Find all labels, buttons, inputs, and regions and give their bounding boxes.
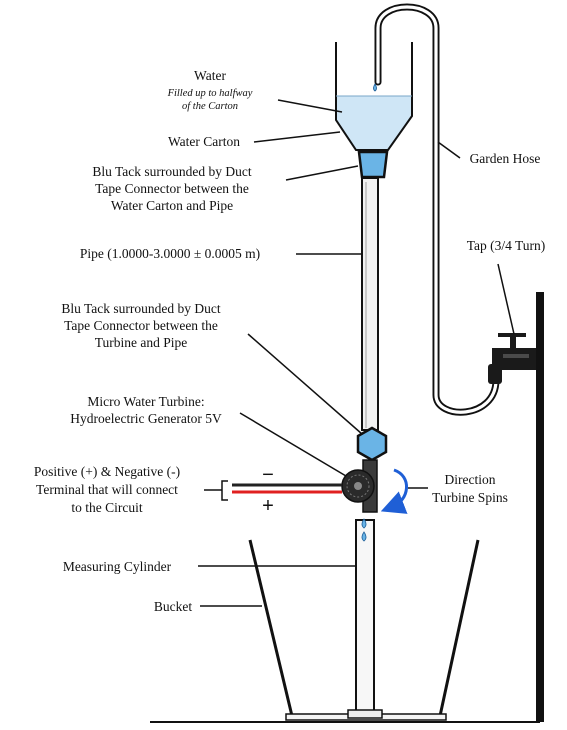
water-carton — [335, 42, 413, 151]
label-connector-top-3: Water Carton and Pipe — [111, 198, 233, 213]
label-water-note-2: of the Carton — [182, 101, 238, 112]
pipe — [361, 177, 379, 431]
leader-bottom-connector — [247, 333, 363, 435]
label-direction-2: Turbine Spins — [432, 490, 508, 505]
leader-garden-hose — [437, 141, 461, 159]
label-cylinder: Measuring Cylinder — [63, 559, 172, 574]
leader-lines — [198, 99, 515, 607]
leader-terminal — [204, 480, 228, 501]
spin-direction-arrow — [380, 468, 408, 514]
water-carton-water — [336, 96, 412, 150]
leader-water — [277, 99, 343, 113]
label-connector-bottom-2: Tape Connector between the — [64, 318, 218, 333]
top-connector — [357, 150, 389, 179]
label-garden-hose: Garden Hose — [470, 151, 541, 166]
label-connector-top-1: Blu Tack surrounded by Duct — [92, 164, 252, 179]
label-terminal-1: Positive (+) & Negative (-) — [34, 464, 180, 479]
label-tap: Tap (3/4 Turn) — [467, 238, 546, 253]
label-water: Water — [194, 68, 226, 83]
leader-tap — [497, 263, 515, 335]
water-drop-1 — [361, 518, 367, 529]
terminal-minus-sign: − — [262, 464, 274, 486]
label-terminal-2: Terminal that will connect — [36, 482, 178, 497]
label-pipe: Pipe (1.0000-3.0000 ± 0.0005 m) — [80, 246, 260, 261]
leader-top-connector — [285, 165, 359, 181]
label-turbine-2: Hydroelectric Generator 5V — [70, 411, 222, 426]
water-drop-2 — [361, 531, 367, 542]
tap — [488, 333, 536, 384]
label-terminal-3: to the Circuit — [71, 500, 142, 515]
label-bucket: Bucket — [154, 599, 192, 614]
label-connector-bottom-3: Turbine and Pipe — [95, 335, 188, 350]
label-connector-top-2: Tape Connector between the — [95, 181, 249, 196]
leader-turbine — [239, 412, 347, 477]
terminal-plus-sign: + — [262, 495, 274, 517]
label-turbine-1: Micro Water Turbine: — [87, 394, 204, 409]
hose-water-drop — [373, 83, 377, 92]
label-connector-bottom-1: Blu Tack surrounded by Duct — [61, 301, 221, 316]
label-water-note-1: Filled up to halfway — [167, 88, 253, 99]
leader-water-carton — [253, 131, 341, 143]
label-direction-1: Direction — [445, 472, 496, 487]
label-water-carton: Water Carton — [168, 134, 240, 149]
measuring-cylinder — [355, 519, 375, 715]
wall-post — [536, 292, 544, 722]
bottom-connector — [356, 426, 388, 462]
measuring-cylinder-base — [347, 709, 383, 719]
